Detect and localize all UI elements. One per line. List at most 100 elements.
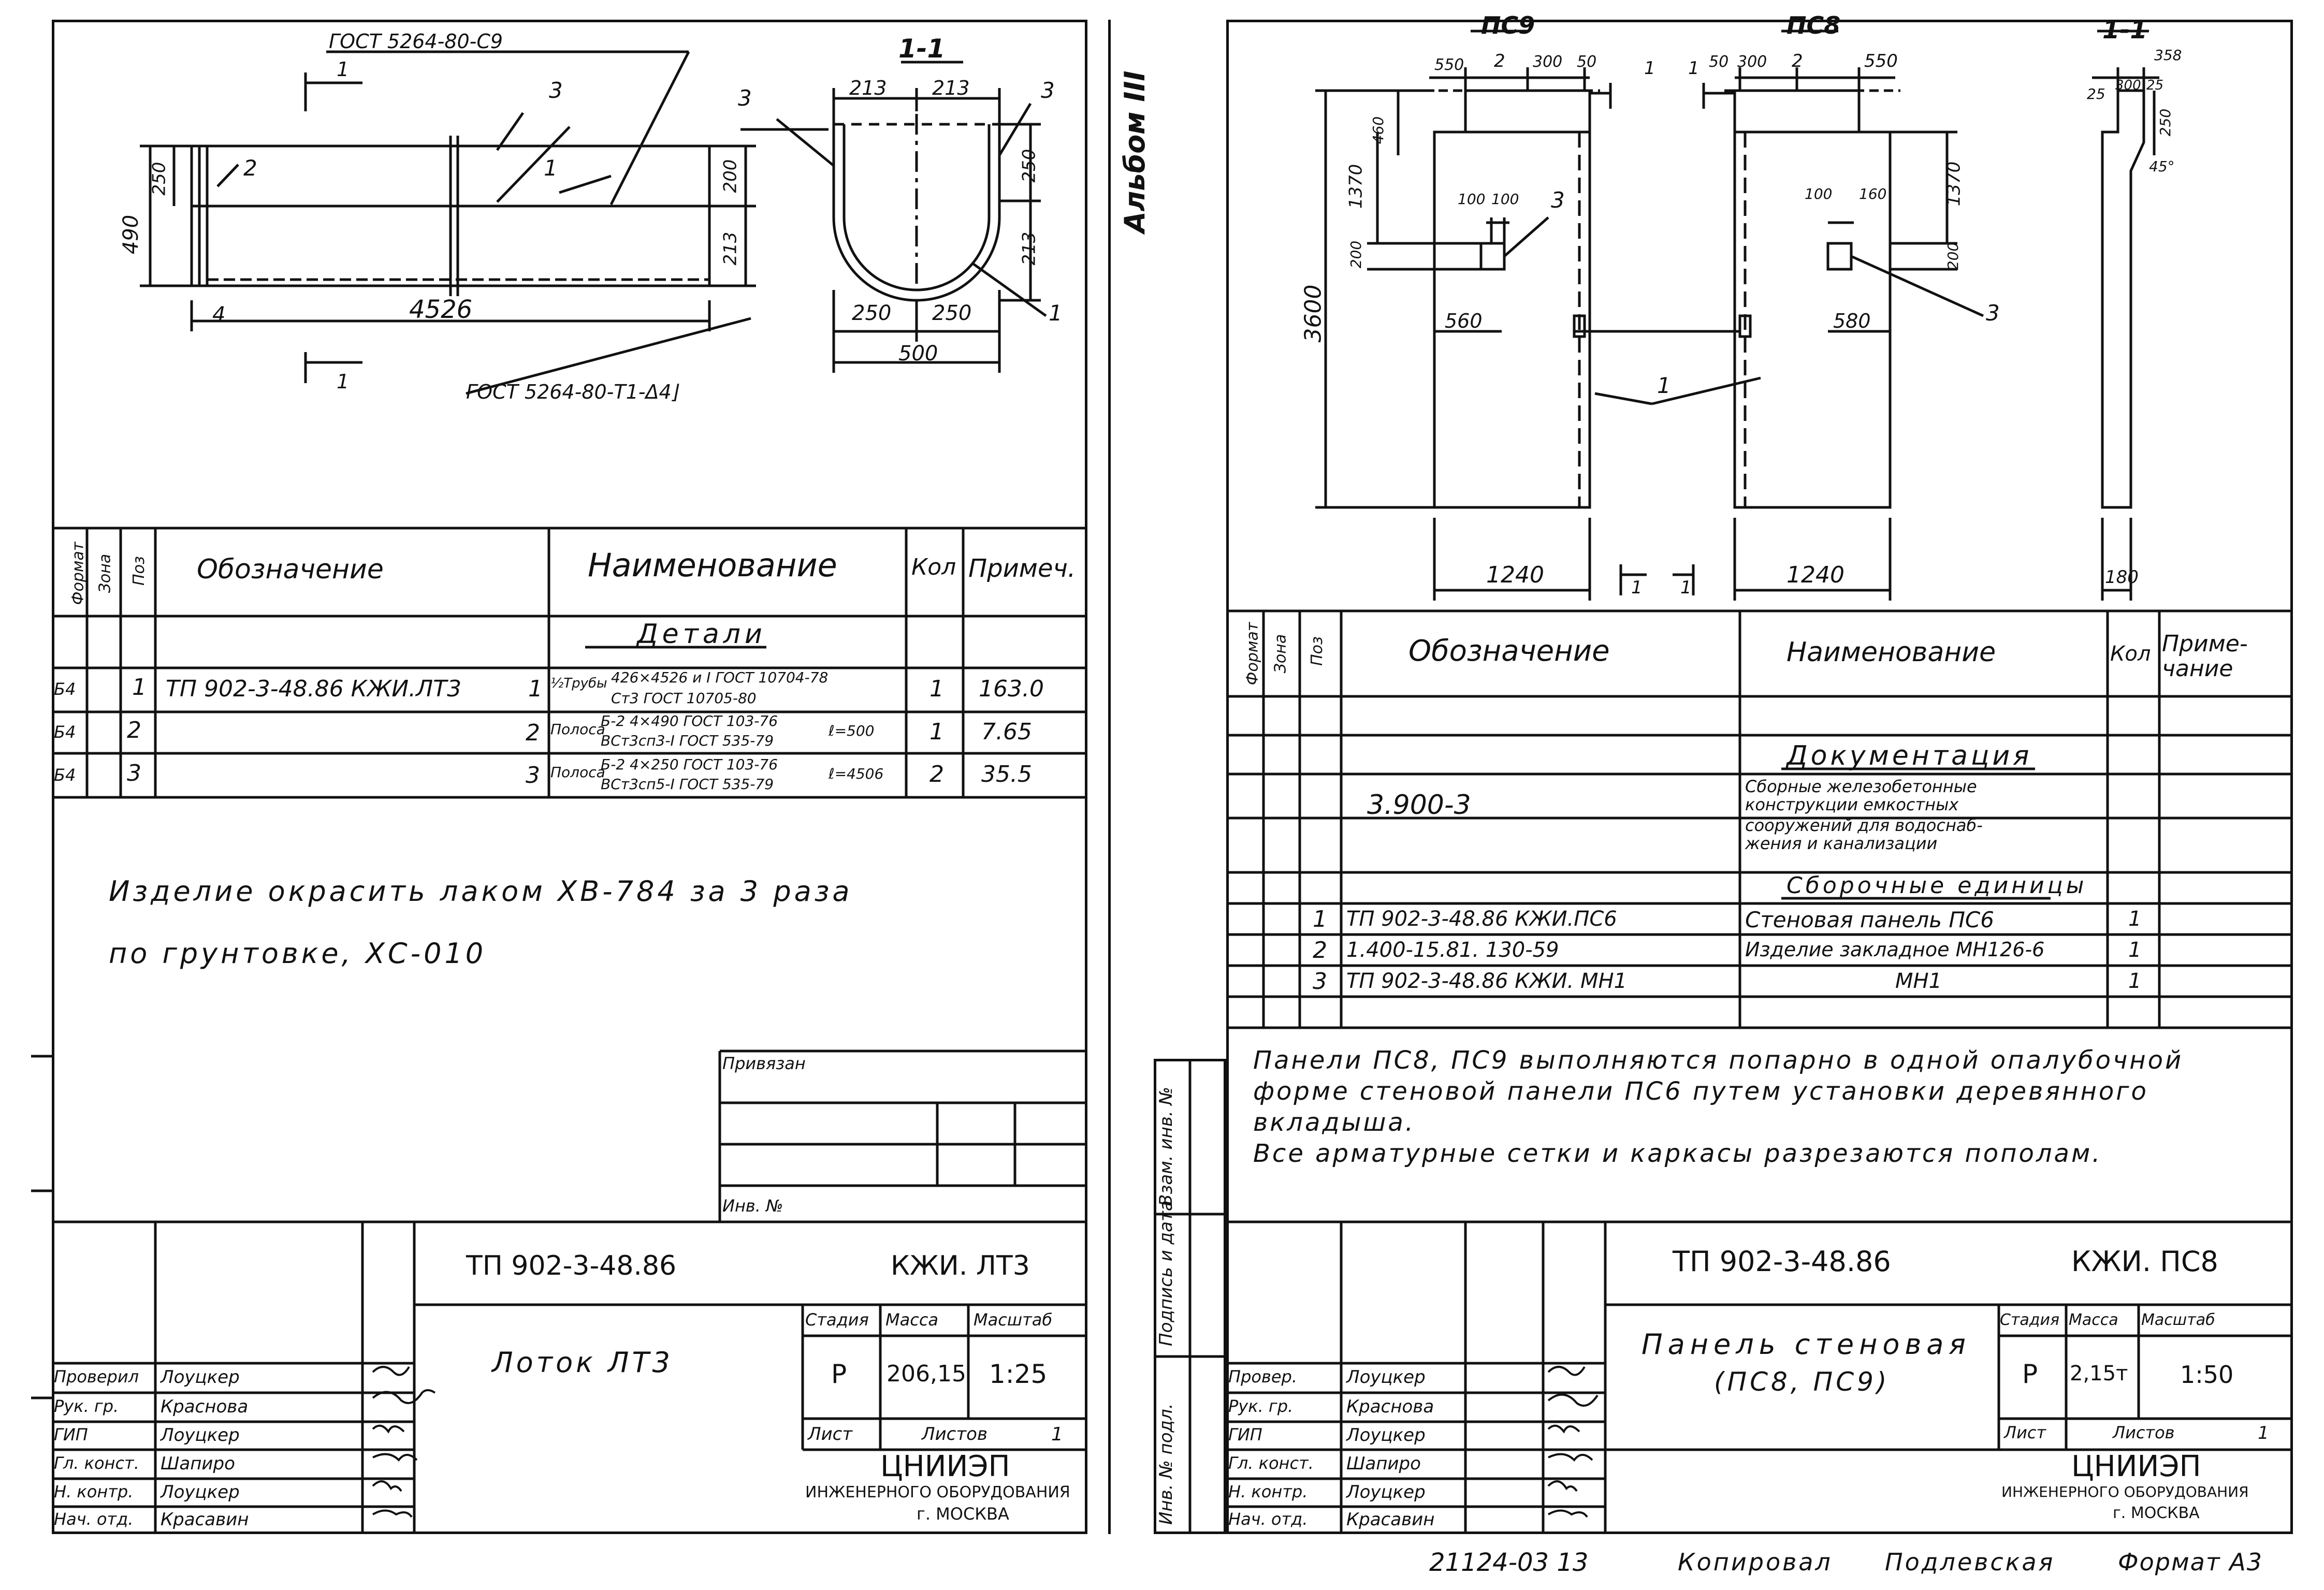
dim-250: 250 [149,162,170,196]
right-sheets-count: 1 [2258,1423,2269,1443]
row3-name-a: Полоса [550,764,605,781]
left-org-2: ИНЖЕНЕРНОГО ОБОРУДОВАНИЯ [805,1483,1070,1501]
footer-copied: Копировал [1678,1548,1833,1576]
sec-dim-250v: 250 [1019,149,1040,183]
row3-qty: 2 [929,761,944,787]
label-ps9: ПС9 [1481,11,1535,39]
mark-1a: 1 [1644,58,1655,79]
right-note-1: Панели ПС8, ПС9 выполняются попарно в од… [1253,1046,2184,1075]
left-scale-label: Масштаб [974,1310,1053,1330]
left-doc-suffix: КЖИ. ЛТ3 [891,1250,1030,1281]
gutter-line [1108,20,1111,1534]
right-role-4: Гл. конст. [1228,1453,1314,1473]
r-row2-name: Изделие закладное МН126-6 [1745,938,2045,961]
dim-550b: 550 [1864,51,1898,71]
row1-qty: 1 [929,676,944,702]
signatures [372,1366,1599,1518]
row1-pos: 1 [132,674,147,701]
right-org-2: ИНЖЕНЕРНОГО ОБОРУДОВАНИЯ [2001,1483,2249,1500]
callout-3: 3 [549,78,563,103]
r-row3-name: МН1 [1895,969,1942,993]
r-hdr-note: Приме-чание [2162,631,2248,682]
right-role-3: ГИП [1228,1425,1262,1445]
left-name-1: Лоуцкер [161,1367,240,1388]
row2-name-a: Полоса [550,721,605,738]
footer-number: 21124-03 13 [1429,1548,1589,1577]
row3-pos: 3 [127,760,141,786]
r-doc-code: 3.900-3 [1367,790,1471,821]
right-stage-label: Стадия [2000,1311,2060,1329]
stamp-replace-inv: Взам. инв. № [1156,1087,1176,1206]
right-sheets-label: Листов [2113,1423,2175,1442]
dim-4526: 4526 [409,295,473,324]
left-role-1: Проверил [54,1367,139,1387]
dim-560: 560 [1445,310,1483,332]
row3-note: 35.5 [981,761,1032,787]
dim-550a: 550 [1434,56,1464,74]
right-scale-label: Масштаб [2141,1311,2215,1329]
right-scale: 1:50 [2180,1361,2234,1389]
sec-dim-213v: 213 [1019,231,1040,266]
row1-note: 163.0 [979,676,1044,702]
r-asm-section: Сборочные единицы [1786,872,2087,899]
left-doc-code: ТП 902-3-48.86 [466,1250,677,1281]
dim-1370: 1370 [1345,164,1367,209]
left-name-5: Лоуцкер [161,1482,240,1503]
left-sheet-frame [52,20,1087,1534]
dim-1240a: 1240 [1486,562,1544,588]
callout-1: 1 [544,155,558,181]
row1-name-c: Ст3 ГОСТ 10705-80 [611,690,757,707]
r-row3-qty: 1 [2128,969,2142,993]
right-mass: 2,15т [2070,1362,2128,1385]
sec-dim-180: 180 [2105,567,2139,588]
right-role-1: Провер. [1228,1367,1297,1387]
row2-name-b: Б-2 4×490 ГОСТ 103-76 [601,712,778,730]
right-sheet-frame [1226,20,2293,1534]
dim-580: 580 [1833,310,1871,332]
dim-460: 460 [1370,116,1387,144]
stamp-sign-date: Подпись и дата [1156,1200,1176,1346]
gost-weld-top: ГОСТ 5264-80-С9 [329,30,503,53]
dim-1240b: 1240 [1786,562,1844,588]
right-note-3: вкладыша. [1253,1108,1416,1137]
left-name-4: Шапиро [161,1453,235,1474]
sec-dim-300: 300 [2115,78,2141,93]
sec-dim-250a: 250 [852,301,892,325]
r-row1-pos: 1 [1313,906,1327,932]
mark-1d: 1 [1680,577,1692,598]
left-note-2: по грунтовке, ХС-010 [109,937,487,970]
right-doc-suffix: КЖИ. ПС8 [2071,1245,2218,1278]
row3-name-b: Б-2 4×250 ГОСТ 103-76 [601,756,778,773]
left-role-5: Н. контр. [54,1482,134,1501]
right-role-6: Нач. отд. [1228,1509,1308,1529]
right-stage: Р [2022,1359,2038,1389]
row2-pos: 2 [127,717,141,743]
left-mass: 206,15 [887,1361,966,1387]
r-row2-designation: 1.400-15.81. 130-59 [1346,938,1559,962]
left-stage: Р [831,1359,847,1389]
row3-format: Б4 [54,765,76,785]
left-name-6: Красавин [161,1509,249,1530]
callout-3a: 3 [1551,187,1565,213]
r-hdr-format: Формат [1243,622,1262,685]
row1-idx: 1 [528,676,543,702]
sec-dim-213a: 213 [849,77,887,99]
dim-100a: 100 [1458,191,1486,208]
right-name-1: Лоуцкер [1346,1367,1426,1388]
r-doc-title-1: Сборные железобетонные [1745,777,1977,796]
right-note-4: Все арматурные сетки и каркасы разрезают… [1253,1139,2102,1168]
sec-dim-45: 45° [2149,158,2175,175]
mark-1b: 1 [1688,58,1700,79]
album-label: Альбом III [1119,70,1151,233]
footer-copier: Подлевская [1885,1548,2055,1576]
right-section-title: 1-1 [2102,16,2147,45]
r-hdr-qty: Кол [2110,642,2151,666]
right-name-4: Шапиро [1346,1453,1421,1474]
right-sheet-label: Лист [2004,1423,2046,1442]
section-title-1-1: 1-1 [898,34,946,64]
r-row1-qty: 1 [2128,907,2142,931]
dim-2a: 2 [1494,51,1505,71]
dim-200b: 200 [1944,242,1962,270]
right-name-6: Красавин [1346,1509,1435,1530]
